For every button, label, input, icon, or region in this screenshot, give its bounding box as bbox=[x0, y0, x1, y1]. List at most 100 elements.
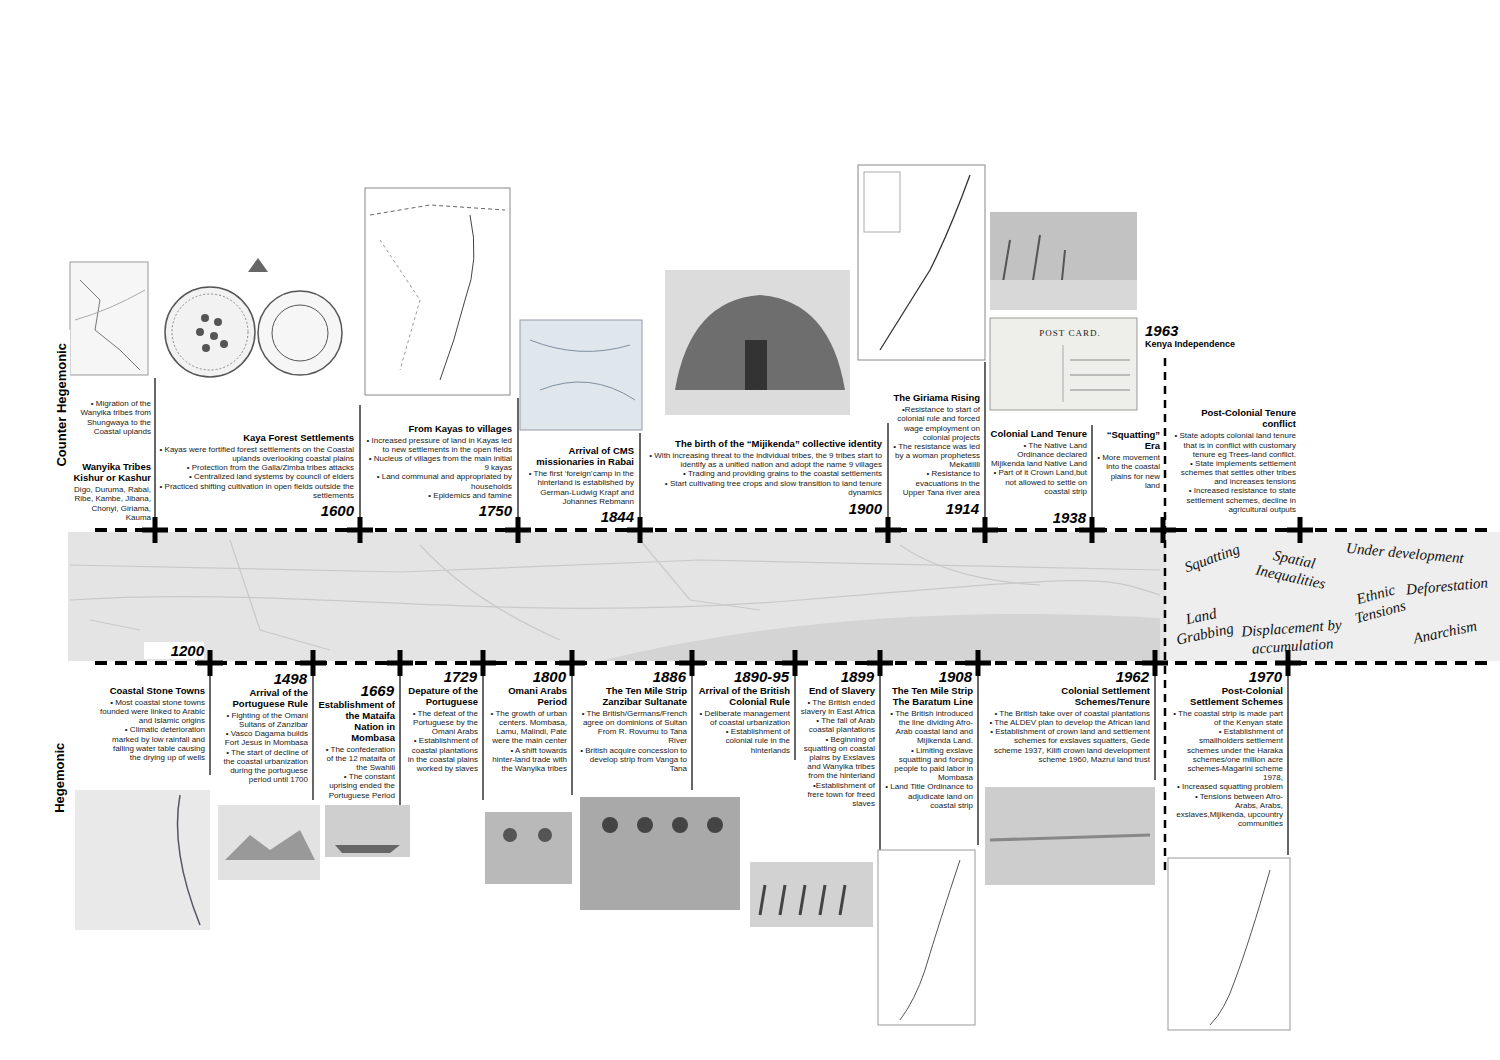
era-divider bbox=[1164, 358, 1167, 870]
event-heading: Colonial Land Tenure bbox=[990, 429, 1087, 441]
map-illustration bbox=[1168, 858, 1290, 1030]
postcard-line bbox=[1063, 345, 1064, 402]
figure bbox=[672, 817, 688, 833]
leader-line bbox=[984, 362, 985, 528]
event-note: • Establishment of crown land and settle… bbox=[984, 727, 1150, 764]
text-block: 1899 bbox=[814, 668, 874, 685]
year-label: 1750 bbox=[452, 502, 512, 519]
text-block: 1914 bbox=[919, 500, 979, 517]
text-block: 1800 bbox=[506, 668, 566, 685]
picture-frame bbox=[325, 805, 410, 857]
event-note: • Limiting exslave squatting and forcing… bbox=[885, 746, 973, 783]
postcard-line bbox=[1070, 360, 1130, 390]
event-heading: “Squatting” Era bbox=[1097, 430, 1160, 453]
text-block: Post-Colonial Tenure conflict• State ado… bbox=[1172, 408, 1296, 514]
event-heading: Coastal Stone Towns bbox=[100, 686, 205, 698]
leader-line bbox=[1091, 425, 1092, 528]
map-illustration bbox=[520, 320, 642, 430]
map-illustration bbox=[365, 188, 510, 395]
event-note: • Deliberate management of coastal urban… bbox=[697, 709, 790, 727]
event-note: • Beginning of squatting on coastal plai… bbox=[800, 735, 875, 781]
text-block: 1844 bbox=[574, 508, 634, 525]
year-label: 1729 bbox=[417, 668, 477, 685]
map-road bbox=[70, 560, 1160, 572]
impact-word: Under development bbox=[1334, 538, 1475, 568]
event-note: • Establishment of coastal plantations i… bbox=[404, 736, 478, 773]
hut-door bbox=[745, 340, 767, 390]
text-block: Arrival of CMS missionaries in Rabai• Th… bbox=[524, 446, 634, 506]
text-block: Deforestation bbox=[1396, 573, 1497, 600]
leader-line bbox=[1287, 666, 1288, 855]
text-block: 1886 bbox=[626, 668, 686, 685]
event-note: • The confederation of the 12 mataifa of… bbox=[318, 745, 395, 773]
event-heading: The Ten Mile Strip Zanzibar Sultanate bbox=[578, 686, 687, 709]
text-block: “Squatting” Era• More movement into the … bbox=[1097, 430, 1160, 490]
text-block: POST CARD. bbox=[1030, 328, 1110, 339]
text-block: 1963Kenya Independence bbox=[1145, 322, 1275, 350]
leader-line bbox=[517, 398, 518, 528]
leader-line bbox=[154, 378, 155, 528]
event-note: • Practiced shifting cultivation in open… bbox=[158, 482, 354, 500]
text-block: Anarchism bbox=[1399, 614, 1491, 650]
event-note: • The British introduced the line dividi… bbox=[885, 709, 973, 746]
map-strip-light bbox=[1166, 532, 1500, 661]
map-road bbox=[900, 545, 1040, 585]
leader-line bbox=[691, 666, 692, 790]
side-label: Hegemonic bbox=[52, 703, 68, 853]
text-block: Spatial Inequalities bbox=[1252, 543, 1333, 594]
event-note: •Establishment of frere town for freed s… bbox=[800, 781, 875, 809]
figure bbox=[760, 885, 845, 915]
map-frame bbox=[520, 320, 642, 430]
event-heading: Post-Colonial Tenure conflict bbox=[1172, 408, 1296, 431]
event-heading: Wanyika Tribes Kishur or Kashur bbox=[70, 462, 151, 485]
year-label: 1800 bbox=[506, 668, 566, 685]
photo-frame bbox=[990, 212, 1137, 310]
event-note: • Nucleus of villages from the main init… bbox=[366, 454, 512, 472]
photo-frame bbox=[985, 787, 1155, 885]
photo-frame bbox=[580, 797, 740, 910]
event-note: • State adopts colonial land tenure that… bbox=[1172, 431, 1296, 459]
axis-line bbox=[95, 528, 1490, 532]
map-illustration bbox=[75, 790, 210, 930]
leader-line bbox=[571, 666, 572, 795]
event-note: • Land communal and appropriated by hous… bbox=[366, 472, 512, 490]
event-note: • Trading and providing grains to the co… bbox=[648, 469, 882, 478]
text-block: 1750 bbox=[452, 502, 512, 519]
event-note: • The constant uprising ended the Portug… bbox=[318, 772, 395, 800]
photo-frame bbox=[665, 270, 850, 415]
map-illustration bbox=[70, 262, 148, 375]
text-block: Depature of the Portuguese• The defeat o… bbox=[404, 686, 478, 773]
kaya-circle bbox=[172, 294, 248, 370]
impact-word: Spatial Inequalities bbox=[1252, 543, 1333, 594]
event-note: • Centralized land systems by council of… bbox=[158, 472, 354, 481]
map-road bbox=[70, 581, 1160, 609]
impact-word: Squatting bbox=[1171, 536, 1252, 580]
text-block: Squatting bbox=[1171, 536, 1252, 580]
coastline bbox=[900, 860, 960, 1020]
text-block: Ethnic Tensions bbox=[1344, 578, 1411, 628]
side-label: Counter Hegemonic bbox=[54, 330, 70, 480]
text-block: Colonial Land Tenure• The Native Land Or… bbox=[990, 429, 1087, 496]
text-block: The Ten Mile Strip The Baratum Line• The… bbox=[885, 686, 973, 810]
event-note: • Climatic deterioration marked by low r… bbox=[100, 725, 205, 762]
event-note: • The coastal strip is made part of the … bbox=[1172, 709, 1283, 727]
event-heading: Kaya Forest Settlements bbox=[158, 433, 354, 445]
year-label: 1914 bbox=[919, 500, 979, 517]
picture-illustration bbox=[218, 805, 320, 880]
year-label: 1669 bbox=[334, 682, 394, 699]
map-line bbox=[530, 340, 635, 400]
event-note: • Epidemics and famine bbox=[366, 491, 512, 500]
tick bbox=[1298, 517, 1303, 543]
kaya-circle bbox=[258, 291, 342, 375]
event-heading: Depature of the Portuguese bbox=[404, 686, 478, 709]
map-frame bbox=[878, 850, 975, 1025]
impact-word: Anarchism bbox=[1399, 614, 1491, 650]
hut-dot bbox=[202, 344, 210, 352]
text-block: From Kayas to villages• Increased pressu… bbox=[366, 424, 512, 500]
text-block: 1970 bbox=[1222, 668, 1282, 685]
picture-frame bbox=[218, 805, 320, 880]
event-heading: The Giriama Rising bbox=[892, 393, 980, 405]
picture-illustration bbox=[750, 862, 873, 927]
map-line bbox=[80, 280, 140, 370]
text-block: Counter Hegemonic bbox=[54, 330, 70, 480]
